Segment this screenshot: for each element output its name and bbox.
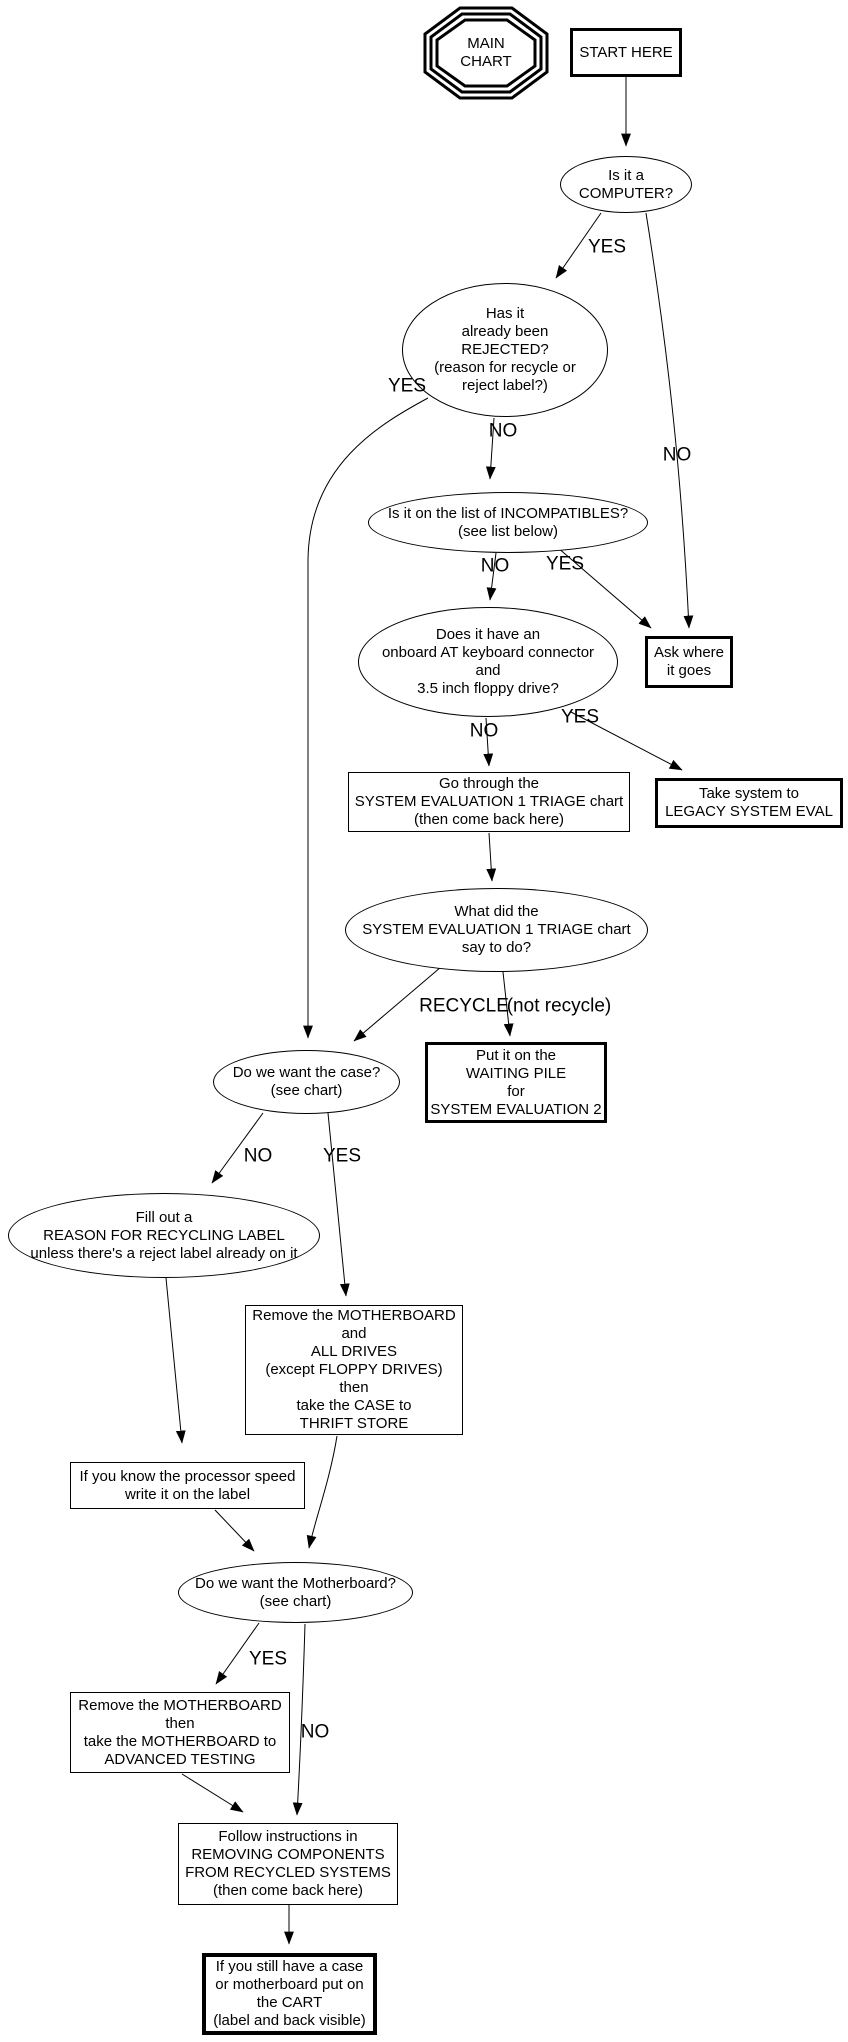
edge-recycle-to-wantcase: [353, 966, 442, 1042]
edge-label-computer-no: NO: [662, 444, 692, 466]
node-already-rejected: Has it already been REJECTED? (reason fo…: [402, 283, 608, 417]
edge-notrecycle-to-waitingpile: [502, 971, 514, 1037]
edge-mb-no-to-removing: [292, 1623, 306, 1816]
node-go-through-triage-chart: Go through the SYSTEM EVALUATION 1 TRIAG…: [348, 772, 630, 832]
node-start-here: START HERE: [570, 28, 682, 77]
node-what-did-triage-say: What did the SYSTEM EVALUATION 1 TRIAGE …: [345, 888, 648, 972]
edge-rejected-yes-to-wantcase: [303, 397, 429, 1039]
node-removing-components: Follow instructions in REMOVING COMPONEN…: [178, 1823, 398, 1905]
node-motherboard-advanced-testing: Remove the MOTHERBOARD then take the MOT…: [70, 1692, 290, 1773]
edge-label-at-no: NO: [469, 720, 499, 742]
edge-procspeed-to-wantmb: [214, 1509, 255, 1552]
edge-thrift-to-wantmb: [306, 1435, 338, 1549]
edge-label-rejected-yes: YES: [387, 375, 427, 397]
node-waiting-pile: Put it on the WAITING PILE for SYSTEM EV…: [425, 1042, 607, 1123]
edge-label-mb-no: NO: [300, 1721, 330, 1743]
node-remove-mb-drives-thrift: Remove the MOTHERBOARD and ALL DRIVES (e…: [245, 1305, 463, 1435]
node-do-we-want-the-case: Do we want the case? (see chart): [213, 1050, 400, 1114]
node-fill-out-recycling-label: Fill out a REASON FOR RECYCLING LABEL un…: [8, 1193, 320, 1278]
edge-incompatibles-no-to-at: [486, 552, 497, 601]
edge-rejected-no-to-incompatibles: [485, 417, 496, 480]
edge-case-yes-to-thrift: [327, 1112, 350, 1297]
node-do-we-want-the-motherboard: Do we want the Motherboard? (see chart): [178, 1562, 413, 1623]
edge-advtesting-to-removing: [181, 1773, 244, 1813]
edge-incompatibles-yes-to-askwhere: [556, 546, 652, 629]
edge-label-incompatibles-no: NO: [480, 555, 510, 577]
node-is-it-a-computer: Is it a COMPUTER?: [560, 156, 692, 213]
node-ask-where-it-goes: Ask where it goes: [645, 636, 733, 688]
edge-at-yes-to-legacy: [570, 711, 683, 771]
edge-label-incompatibles-yes: YES: [545, 553, 585, 575]
edge-filllabel-to-procspeed: [165, 1277, 186, 1444]
edge-label-not-recycle: (not recycle): [506, 995, 612, 1017]
node-list-of-incompatibles: Is it on the list of INCOMPATIBLES? (see…: [368, 492, 648, 553]
node-legacy-system-eval: Take system to LEGACY SYSTEM EVAL: [655, 778, 843, 828]
edge-computer-no-to-askwhere: [645, 212, 694, 629]
edge-label-mb-yes: YES: [248, 1648, 288, 1670]
edge-triage-to-whattriage: [486, 832, 497, 882]
node-put-on-cart: If you still have a case or motherboard …: [202, 1953, 377, 2035]
edge-case-no-to-filllabel: [211, 1112, 264, 1184]
node-main-chart: MAIN CHART: [460, 35, 512, 70]
edge-label-case-yes: YES: [322, 1145, 362, 1167]
edge-label-recycle: RECYCLE: [419, 995, 509, 1017]
edge-label-case-no: NO: [243, 1145, 273, 1167]
edge-computer-yes-to-rejected: [555, 212, 602, 279]
node-processor-speed-label: If you know the processor speed write it…: [70, 1462, 305, 1509]
edge-at-no-to-triage: [483, 717, 494, 767]
edge-mb-yes-to-advtesting: [215, 1622, 260, 1685]
node-at-keyboard-floppy: Does it have an onboard AT keyboard conn…: [358, 607, 618, 717]
edge-label-at-yes: YES: [560, 706, 600, 728]
main-chart-octagon: [423, 6, 549, 100]
edge-label-rejected-no: NO: [488, 420, 518, 442]
edge-label-computer-yes: YES: [587, 236, 627, 258]
